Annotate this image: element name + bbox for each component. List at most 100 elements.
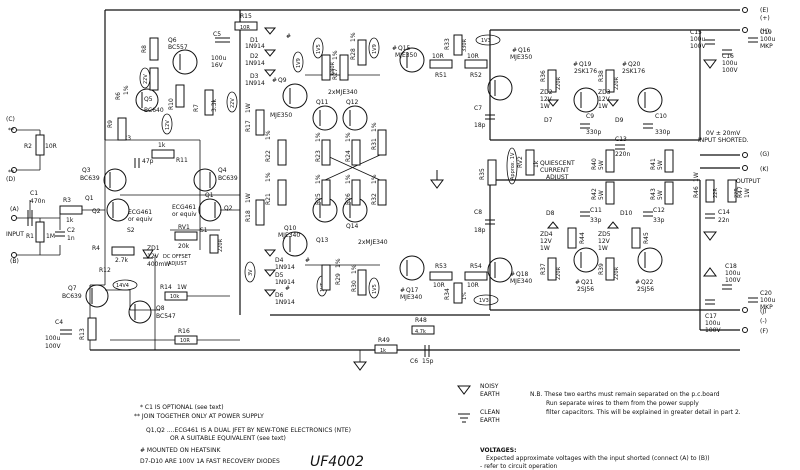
r36-value: 220R bbox=[556, 76, 562, 90]
r48-value: 4.7k bbox=[415, 329, 426, 335]
r32-resistor bbox=[377, 179, 387, 206]
zd4-symbol bbox=[546, 221, 560, 229]
r35-resistor bbox=[487, 159, 497, 186]
r23-label: R23 bbox=[315, 150, 322, 162]
r36-label: R36 bbox=[540, 70, 547, 82]
q21-label: Q21 bbox=[581, 279, 594, 286]
r22-label: R22 bbox=[265, 150, 272, 162]
q20-label: Q20 bbox=[628, 61, 641, 68]
v12a-bubble bbox=[161, 113, 173, 135]
r7-resistor bbox=[204, 89, 214, 116]
r46-resistor bbox=[705, 179, 715, 203]
v3v-bubble bbox=[244, 261, 256, 283]
q3-label: Q3 bbox=[82, 167, 91, 174]
v1v9a-bubble bbox=[292, 51, 304, 73]
q5-symbol bbox=[135, 88, 159, 112]
r52-resistor bbox=[464, 59, 488, 69]
r48-resistor bbox=[411, 325, 435, 335]
c10-value: 330p bbox=[655, 129, 670, 136]
rv1-note2: ADJUST bbox=[168, 261, 188, 267]
nb-line-2: Run separate wires to them from the powe… bbox=[546, 400, 699, 407]
hash-d6: # bbox=[285, 285, 290, 292]
v1v5a-bubble bbox=[312, 37, 324, 59]
v1v5a: 1V5 bbox=[316, 44, 322, 54]
c17-label: C17 bbox=[705, 313, 717, 320]
r54-resistor bbox=[464, 271, 488, 281]
q3-q4-pair: Q3 BC639 Q4 BC639 R11 1k C3 47p bbox=[80, 135, 238, 192]
c4-label: C4 bbox=[55, 319, 63, 326]
r31-resistor bbox=[377, 129, 387, 156]
c7-value: 18p bbox=[474, 122, 486, 129]
q19-part: 2SK176 bbox=[574, 68, 597, 75]
c17-value: 100u bbox=[705, 320, 720, 327]
r41-resistor bbox=[664, 149, 674, 173]
q12-symbol bbox=[342, 105, 368, 131]
c11-value: 33p bbox=[590, 217, 602, 224]
r36-resistor bbox=[547, 69, 557, 93]
c6-value: 15p bbox=[422, 358, 434, 365]
v1v3b-bubble bbox=[473, 294, 499, 306]
q1b-symbol bbox=[198, 198, 222, 222]
q22-label: Q22 bbox=[641, 279, 654, 286]
supply-rails bbox=[90, 9, 740, 351]
q22-part: 2SJ56 bbox=[637, 286, 654, 293]
zd5-label: ZD5 bbox=[598, 231, 611, 238]
r15-resistor bbox=[234, 21, 258, 31]
terminals bbox=[11, 7, 748, 333]
r45-resistor bbox=[631, 227, 641, 249]
c14-label: C14 bbox=[718, 209, 730, 216]
r6-label: R6 bbox=[115, 92, 122, 100]
r48-label: R48 bbox=[415, 317, 427, 324]
quiescent-3: ADJUST bbox=[546, 174, 569, 181]
c1-label: C1 bbox=[30, 190, 38, 197]
r14-v: 1W bbox=[177, 284, 187, 291]
d5-label: D5 bbox=[275, 272, 284, 279]
input-b-label: (B) bbox=[10, 258, 19, 265]
d2-symbol bbox=[263, 49, 277, 57]
zd5-w: 1W bbox=[598, 245, 608, 252]
zd1-symbol bbox=[142, 249, 154, 259]
r15-value: 10R bbox=[240, 25, 250, 31]
q18-label: Q18 bbox=[516, 271, 529, 278]
r37-resistor bbox=[547, 257, 557, 281]
q18-symbol bbox=[487, 257, 513, 283]
q13-pair: 2xMJE340 bbox=[358, 239, 388, 246]
c13-value: 220n bbox=[615, 151, 630, 158]
r30-value: 1% bbox=[351, 264, 358, 274]
q2-equiv: or equiv bbox=[172, 211, 197, 218]
q4-part: BC639 bbox=[218, 175, 238, 182]
r1-value: 1M bbox=[46, 233, 55, 240]
r17-label: R17 bbox=[245, 120, 252, 132]
q15-label: Q15 bbox=[398, 45, 411, 52]
r33-resistor bbox=[453, 34, 463, 56]
handwritten-uf4002: UF4002 bbox=[310, 454, 364, 470]
q11-pair: 2xMJE340 bbox=[328, 89, 358, 96]
q22-symbol bbox=[637, 247, 663, 273]
r43-label: R43 bbox=[650, 188, 657, 200]
r16-label: R16 bbox=[178, 328, 190, 335]
note-join: ** JOIN TOGETHER ONLY AT POWER SUPPLY bbox=[134, 413, 264, 420]
r28-resistor bbox=[357, 39, 367, 66]
r8-label: R8 bbox=[141, 45, 148, 53]
rail-plus-label: (+) bbox=[760, 15, 770, 22]
r11-label: R11 bbox=[176, 157, 188, 164]
v1v9a: 1V9 bbox=[296, 58, 302, 68]
d9-label: D9 bbox=[615, 117, 624, 124]
r38-value: 220R bbox=[614, 76, 620, 90]
d5-part: 1N914 bbox=[275, 279, 295, 286]
out-note-1: 0V ± 20mV bbox=[706, 130, 741, 137]
q7-part: BC639 bbox=[62, 293, 82, 300]
q1-label: Q1 bbox=[85, 195, 94, 202]
r47-v: 1W bbox=[744, 188, 751, 198]
c19-v2: MKP bbox=[760, 43, 773, 50]
v3v: 3V bbox=[248, 269, 254, 276]
q18-hash: # bbox=[510, 271, 515, 278]
r21-label: R21 bbox=[265, 193, 272, 205]
v22a: 22V bbox=[143, 74, 149, 84]
input-c-label: (C) bbox=[6, 116, 15, 123]
r42-resistor bbox=[605, 181, 615, 205]
c11-label: C11 bbox=[590, 207, 602, 214]
q13-label: Q13 bbox=[316, 237, 329, 244]
r34-label: R34 bbox=[444, 288, 451, 300]
r39-resistor bbox=[605, 257, 615, 281]
